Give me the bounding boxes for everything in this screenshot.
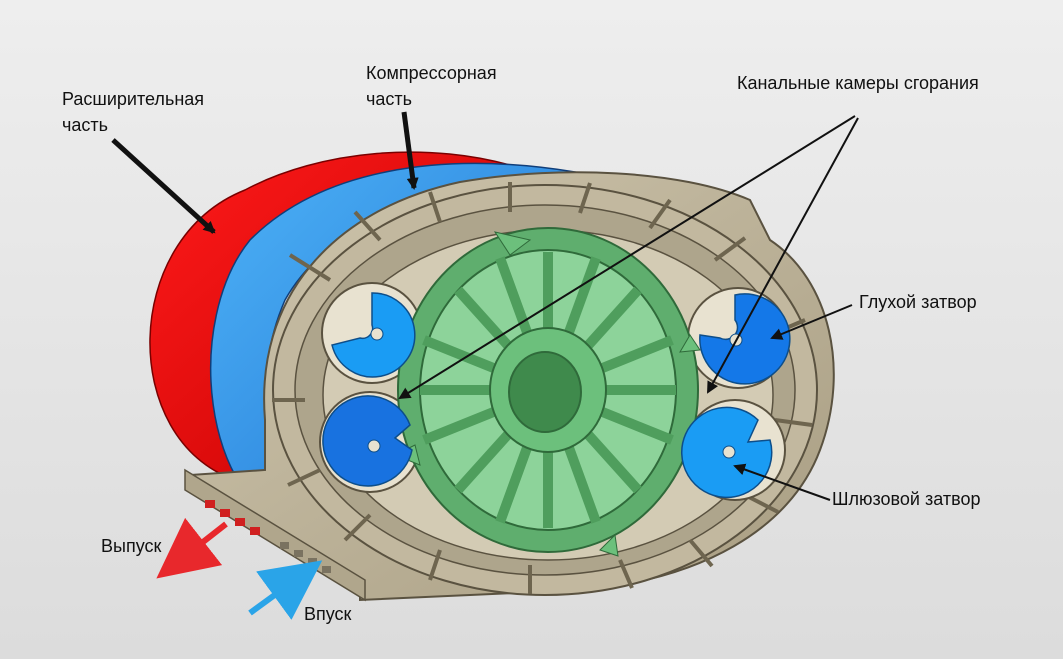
compressor-section-label: Компрессорная часть: [366, 60, 497, 112]
compressor-label-line2: часть: [366, 89, 413, 109]
exhaust-label: Выпуск: [101, 536, 162, 556]
blind-valve-pointer: [770, 304, 853, 340]
expansion-pointer: [111, 138, 216, 234]
compressor-pointer: [401, 111, 419, 190]
expansion-label-line2: часть: [62, 115, 109, 135]
rotor: [393, 227, 701, 557]
sluice-valve-pointer: [733, 463, 831, 501]
valve-bottom-left: [322, 395, 413, 487]
expansion-label-line1: Расширительная: [62, 89, 205, 109]
intake-arrow: [248, 560, 323, 620]
blind-valve-label: Глухой затвор: [859, 292, 977, 312]
sluice-valve-label: Шлюзовой затвор: [832, 489, 981, 509]
valve-bottom-right: [680, 406, 773, 499]
intake-label: Впуск: [304, 604, 352, 624]
chamber-pointer-right: [707, 117, 859, 394]
exhaust-arrow: [156, 517, 228, 579]
compressor-label-line1: Компрессорная: [366, 63, 497, 83]
channel-chambers-label: Канальные камеры сгорания: [737, 73, 979, 93]
chamber-pointer-left: [398, 115, 856, 400]
valve-top-left: [331, 292, 416, 378]
expansion-section-label: Расширительная часть: [62, 86, 204, 138]
